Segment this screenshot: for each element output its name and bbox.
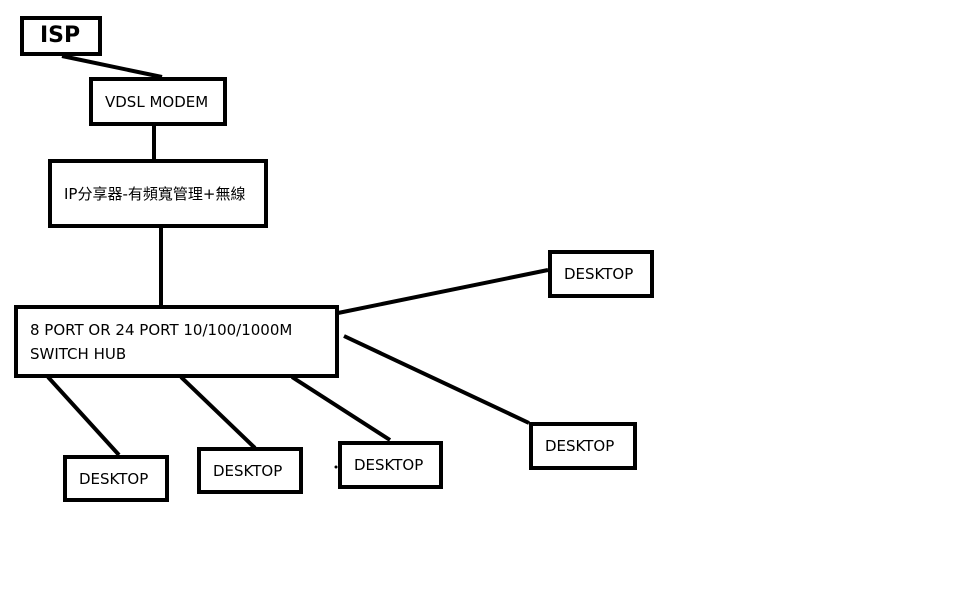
isp-label: ISP	[40, 23, 81, 48]
desktop-label: DESKTOP	[213, 461, 283, 480]
switch-hub-label-line1: 8 PORT OR 24 PORT 10/100/1000M	[30, 320, 293, 339]
desktop-box-1: DESKTOP	[63, 455, 169, 502]
desktop-box-4: DESKTOP	[529, 422, 637, 470]
link-switch-desktop-3	[290, 375, 392, 442]
desktop-label: DESKTOP	[354, 456, 424, 474]
desktop-label: DESKTOP	[564, 265, 634, 283]
vdsl-modem-box: VDSL MODEM	[89, 77, 227, 126]
link-switch-desktop-1	[46, 375, 121, 457]
desktop-label: DESKTOP	[79, 469, 149, 488]
desktop-label: DESKTOP	[545, 437, 615, 455]
switch-hub-box: 8 PORT OR 24 PORT 10/100/1000M SWITCH HU…	[14, 305, 339, 378]
ip-router-label: IP分享器-有頻寬管理+無線	[64, 184, 246, 203]
ip-router-box: IP分享器-有頻寬管理+無線	[48, 159, 268, 228]
link-switch-desktop-2	[179, 375, 257, 450]
desktop-box-3: DESKTOP	[338, 441, 443, 489]
stray-dot	[334, 465, 338, 469]
link-switch-desktop-5	[337, 268, 549, 315]
desktop-box-2: DESKTOP	[197, 447, 303, 494]
link-switch-desktop-4	[343, 334, 530, 425]
link-isp-modem	[61, 54, 163, 79]
vdsl-modem-label: VDSL MODEM	[105, 92, 209, 111]
desktop-box-5: DESKTOP	[548, 250, 654, 298]
switch-hub-label-line2: SWITCH HUB	[30, 344, 127, 363]
isp-box: ISP	[20, 16, 102, 56]
